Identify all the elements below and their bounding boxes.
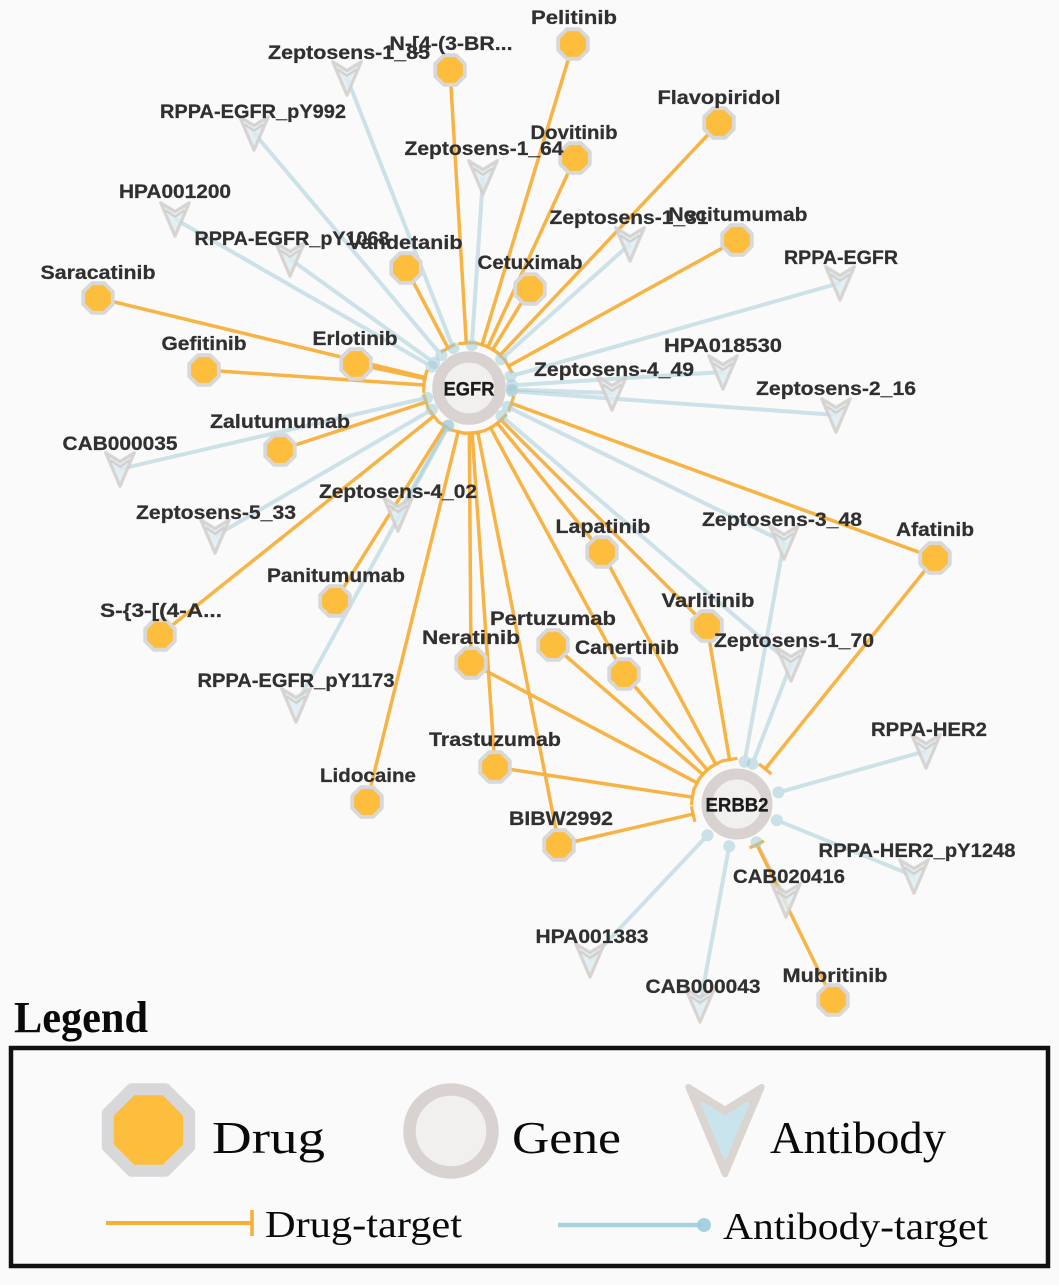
svg-text:Lidocaine: Lidocaine — [320, 765, 416, 787]
svg-text:Flavopiridol: Flavopiridol — [658, 87, 781, 109]
svg-text:RPPA-EGFR_pY1068: RPPA-EGFR_pY1068 — [195, 228, 390, 250]
svg-text:CAB020416: CAB020416 — [733, 866, 845, 888]
svg-text:Zeptosens-1_70: Zeptosens-1_70 — [714, 630, 874, 652]
svg-text:Neratinib: Neratinib — [422, 627, 520, 649]
svg-text:RPPA-EGFR: RPPA-EGFR — [784, 247, 898, 269]
svg-text:HPA001383: HPA001383 — [536, 926, 649, 948]
svg-text:Zeptosens-1_85: Zeptosens-1_85 — [268, 42, 430, 64]
svg-text:Drug-target: Drug-target — [265, 1204, 462, 1246]
svg-text:Cetuximab: Cetuximab — [478, 252, 583, 274]
svg-text:Antibody-target: Antibody-target — [723, 1206, 988, 1248]
svg-text:Drug: Drug — [212, 1112, 325, 1163]
svg-text:Pelitinib: Pelitinib — [531, 7, 617, 29]
svg-text:Zeptosens-4_02: Zeptosens-4_02 — [319, 481, 477, 503]
svg-text:CAB000043: CAB000043 — [646, 976, 761, 998]
svg-text:RPPA-HER2_pY1248: RPPA-HER2_pY1248 — [819, 840, 1016, 862]
svg-text:CAB000035: CAB000035 — [63, 433, 178, 455]
svg-text:RPPA-EGFR_pY1173: RPPA-EGFR_pY1173 — [198, 670, 395, 692]
svg-text:Zeptosens-2_16: Zeptosens-2_16 — [756, 378, 916, 400]
svg-text:Lapatinib: Lapatinib — [556, 516, 651, 538]
svg-text:RPPA-HER2: RPPA-HER2 — [871, 719, 987, 741]
svg-text:Gefitinib: Gefitinib — [162, 333, 247, 355]
svg-text:Trastuzumab: Trastuzumab — [429, 729, 561, 751]
svg-text:Canertinib: Canertinib — [575, 637, 679, 659]
svg-text:S-{3-[(4-A...: S-{3-[(4-A... — [100, 600, 222, 622]
svg-text:Antibody: Antibody — [770, 1112, 946, 1163]
svg-text:BIBW2992: BIBW2992 — [509, 808, 613, 830]
svg-text:ERBB2: ERBB2 — [706, 796, 769, 817]
svg-text:Zalutumumab: Zalutumumab — [210, 411, 350, 433]
svg-text:RPPA-EGFR_pY992: RPPA-EGFR_pY992 — [160, 101, 346, 123]
svg-text:Gene: Gene — [512, 1112, 621, 1163]
svg-text:Afatinib: Afatinib — [896, 519, 974, 541]
svg-text:Varlitinib: Varlitinib — [662, 590, 755, 612]
svg-text:Zeptosens-1_64: Zeptosens-1_64 — [405, 138, 564, 160]
svg-text:Legend: Legend — [14, 993, 148, 1042]
svg-text:Panitumumab: Panitumumab — [267, 565, 405, 587]
svg-text:HPA001200: HPA001200 — [119, 181, 231, 203]
svg-text:Zeptosens-4_49: Zeptosens-4_49 — [534, 359, 694, 381]
svg-text:Mubritinib: Mubritinib — [783, 965, 888, 987]
svg-text:Zeptosens-5_33: Zeptosens-5_33 — [136, 502, 296, 524]
svg-text:Zeptosens-1_31: Zeptosens-1_31 — [550, 207, 709, 229]
svg-text:HPA018530: HPA018530 — [664, 335, 782, 357]
svg-text:EGFR: EGFR — [444, 380, 495, 401]
svg-text:Saracatinib: Saracatinib — [41, 262, 156, 284]
svg-text:Zeptosens-3_48: Zeptosens-3_48 — [702, 509, 862, 531]
svg-text:Erlotinib: Erlotinib — [313, 328, 398, 350]
